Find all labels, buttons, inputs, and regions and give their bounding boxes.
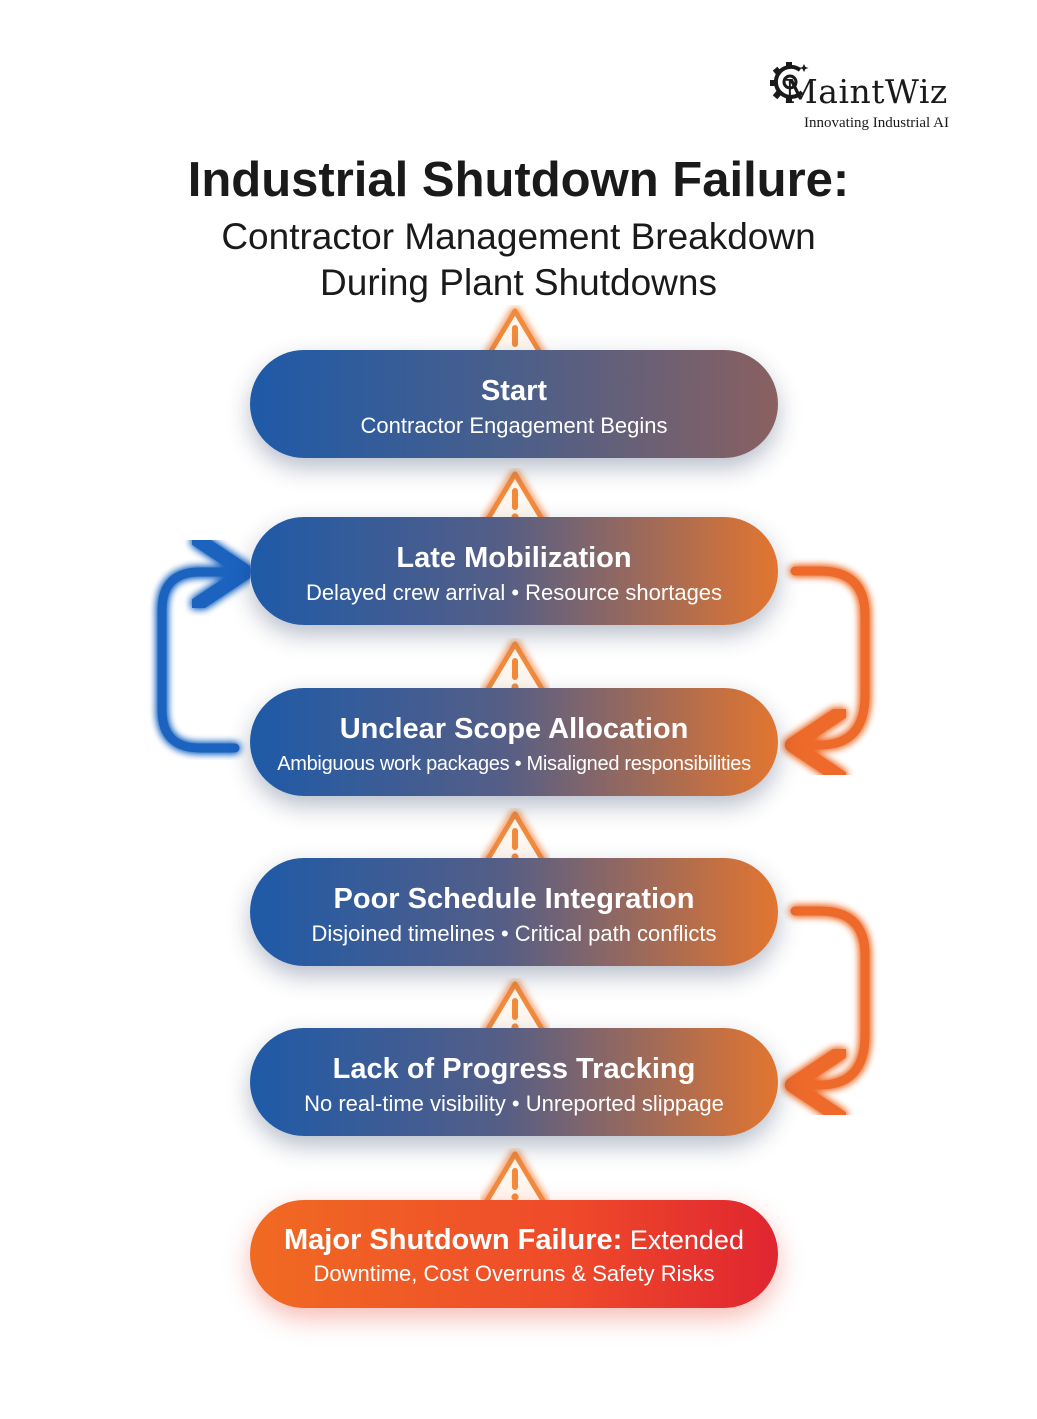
loop-arrow-left	[157, 540, 250, 753]
step-description: Delayed crew arrival • Resource shortage…	[305, 580, 723, 605]
step-description: Disjoined timelines • Critical path conf…	[311, 921, 717, 946]
step-title: Late Mobilization	[396, 542, 632, 574]
final-line-2: Downtime, Cost Overruns & Safety Risks	[313, 1261, 715, 1286]
step-description: Ambiguous work packages • Misaligned res…	[277, 753, 751, 775]
final-line-1: Major Shutdown Failure: Extended	[250, 1224, 778, 1256]
step-description: No real-time visibility • Unreported sli…	[304, 1091, 724, 1116]
step-poor-schedule: Poor Schedule Integration Disjoined time…	[250, 858, 778, 966]
loop-arrow-right-top	[780, 566, 870, 775]
step-title: Unclear Scope Allocation	[339, 713, 689, 745]
curved-arrow-icon	[795, 906, 870, 1085]
maintwiz-logo: MaintWiz Innovating Industrial AI	[760, 58, 980, 138]
curved-arrow-icon	[795, 566, 870, 745]
step-start: Start Contractor Engagement Begins	[250, 350, 778, 458]
page-title: Industrial Shutdown Failure:	[187, 153, 850, 207]
step-title: Start	[480, 375, 548, 407]
gear-icon	[770, 62, 809, 103]
logo-name: MaintWiz	[784, 72, 948, 111]
step-title: Poor Schedule Integration	[333, 883, 695, 915]
logo-tagline: Innovating Industrial AI	[804, 115, 949, 131]
final-title: Major Shutdown Failure:	[284, 1224, 623, 1256]
subtitle-line-1: Contractor Management Breakdown	[221, 216, 816, 257]
step-late-mobilization: Late Mobilization Delayed crew arrival •…	[250, 517, 778, 625]
subtitle-line-2: During Plant Shutdowns	[320, 262, 717, 303]
step-major-failure: Major Shutdown Failure: Extended Downtim…	[250, 1200, 778, 1308]
final-line1-rest: Extended	[629, 1225, 744, 1255]
step-description: Contractor Engagement Begins	[360, 413, 668, 438]
loop-arrow-right-bottom	[780, 906, 870, 1115]
page-subtitle: Contractor Management Breakdown During P…	[0, 214, 1037, 306]
step-unclear-scope: Unclear Scope Allocation Ambiguous work …	[250, 688, 778, 796]
step-progress-tracking: Lack of Progress Tracking No real-time v…	[250, 1028, 778, 1136]
step-title: Lack of Progress Tracking	[332, 1053, 696, 1085]
curved-arrow-icon	[157, 572, 235, 753]
